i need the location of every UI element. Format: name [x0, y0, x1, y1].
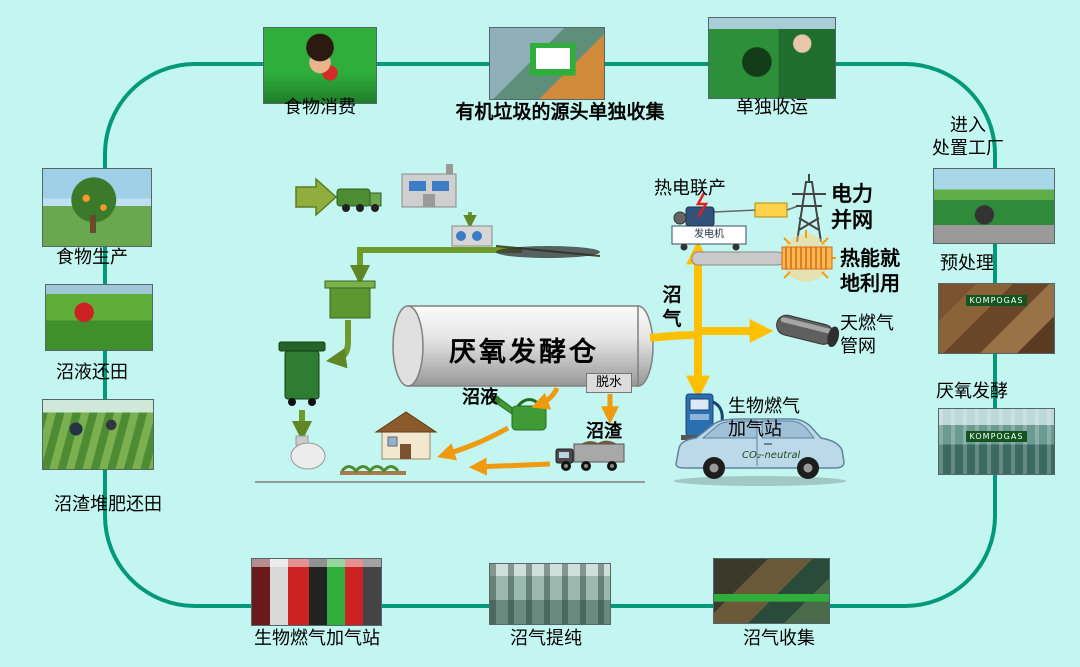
- photo-residue-compost: [42, 399, 154, 470]
- septic-tank-icon: [290, 435, 326, 470]
- photo-disposal-plant: [933, 168, 1055, 244]
- photo-slurry-to-field: [45, 284, 153, 351]
- label-enter-plant-line2: 处置工厂: [932, 137, 1004, 159]
- photo-purification: [489, 563, 611, 625]
- label-separate-transport: 单独收运: [736, 97, 808, 118]
- label-center-station: 生物燃气 加气站: [728, 396, 812, 441]
- label-power-grid-line1: 电力: [831, 182, 873, 206]
- orange-flow-arrows: [437, 386, 619, 476]
- digester-cylinder: [392, 305, 654, 387]
- treatment-plant-icon: [401, 164, 457, 208]
- label-power-grid-line2: 并网: [831, 208, 873, 233]
- crop-row-icon: [340, 465, 406, 475]
- dewatering-box: 脱水: [586, 373, 632, 393]
- dump-truck-icon: [555, 440, 625, 471]
- kompogas-sign: KOMPOGAS: [965, 431, 1028, 443]
- transformer-box-icon: [754, 202, 799, 218]
- label-center-station-line1: 生物燃气: [728, 396, 800, 417]
- label-heat-use-line2: 地利用: [840, 271, 900, 295]
- label-heat-use-line1: 热能就: [840, 246, 900, 270]
- car-icon: [674, 418, 846, 486]
- label-chp: 热电联产: [654, 178, 726, 199]
- label-biogas: 沼 气: [660, 284, 684, 332]
- feed-hopper-icon: [324, 280, 376, 319]
- label-food-consumption: 食物消费: [284, 97, 356, 118]
- label-purification: 沼气提纯: [510, 628, 582, 649]
- label-residue: 沼渣: [586, 421, 622, 442]
- gas-pipe-icon: [776, 314, 840, 348]
- photo-filling-station: [251, 558, 382, 626]
- label-center-station-line2: 加气站: [728, 418, 782, 440]
- label-digester: 厌氧发酵仓: [449, 337, 599, 368]
- label-slurry-to-field: 沼液还田: [56, 362, 128, 383]
- label-filling-station: 生物燃气加气站: [254, 628, 380, 649]
- house-icon: [374, 411, 438, 460]
- label-enter-plant: 进入 处置工厂: [893, 115, 1043, 160]
- photo-anaerobic-digestion: KOMPOGAS: [938, 408, 1055, 475]
- photo-food-consumption: [263, 27, 377, 104]
- label-gas-pipeline-line2: 管网: [840, 335, 876, 357]
- label-collection: 沼气收集: [743, 628, 815, 649]
- generator-set-icon: [671, 192, 758, 251]
- label-gas-pipeline-line1: 天燃气: [840, 313, 894, 334]
- label-anaerobic-digestion: 厌氧发酵: [936, 381, 1008, 402]
- photo-pretreatment: KOMPOGAS: [938, 283, 1055, 354]
- label-food-production: 食物生产: [56, 247, 128, 268]
- label-biogas-char1: 沼: [662, 284, 682, 306]
- green-bin-icon: [278, 341, 326, 406]
- pretreatment-machine-icon: [451, 225, 493, 247]
- photo-food-production: [42, 168, 152, 247]
- garbage-truck-icon: [336, 188, 382, 212]
- label-slurry: 沼液: [462, 387, 498, 408]
- green-flow-arrows: [291, 212, 522, 442]
- photo-separate-transport: [708, 17, 836, 99]
- label-residue-compost: 沼渣堆肥还田: [54, 494, 162, 515]
- label-power-grid: 电力 并网: [831, 181, 891, 234]
- photo-collection: [713, 558, 830, 624]
- label-enter-plant-line1: 进入: [950, 115, 986, 136]
- photo-source-collection: [489, 27, 605, 100]
- heat-radiator-icon: [691, 230, 836, 282]
- start-block-arrow-icon: [295, 177, 338, 217]
- label-heat-use: 热能就 地利用: [840, 246, 920, 296]
- label-co2-neutral: CO₂-neutral: [742, 450, 801, 461]
- power-tower-icon: [792, 174, 826, 243]
- label-generator: 发电机: [694, 229, 724, 240]
- label-source-collection: 有机垃圾的源头单独收集: [455, 101, 665, 123]
- label-pretreatment: 预处理: [940, 253, 994, 274]
- label-gas-pipeline: 天燃气 管网: [840, 313, 910, 358]
- kompogas-sign: KOMPOGAS: [965, 295, 1028, 307]
- label-biogas-char2: 气: [662, 307, 682, 330]
- feed-conveyor-icon: [495, 245, 601, 258]
